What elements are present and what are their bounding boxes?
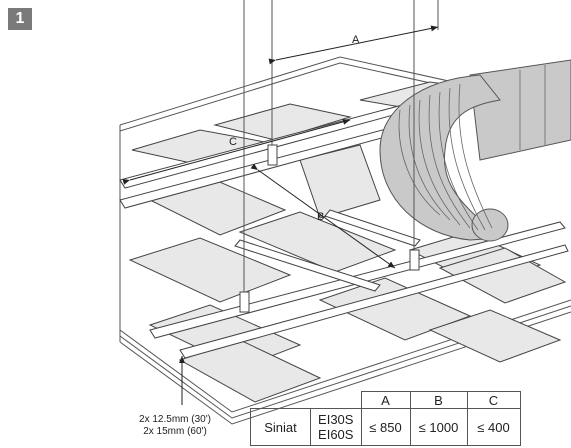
dimension-a-label: A (352, 34, 360, 46)
flexible-duct (379, 59, 571, 242)
header-a: A (360, 391, 411, 409)
dimension-c-line (122, 118, 351, 185)
dimension-b-label: B (317, 211, 324, 223)
value-a: ≤ 850 (360, 408, 411, 446)
systems-cell: EI30S EI60S (310, 408, 362, 446)
system-ei60s: EI60S (318, 427, 354, 442)
dimension-b-line (250, 163, 396, 269)
value-c: ≤ 400 (466, 408, 521, 446)
duct-ribs (398, 65, 546, 231)
system-ei30s: EI30S (318, 412, 354, 427)
dimension-a-line (268, 25, 439, 65)
spacing-table: A B C Siniat EI30S EI60S ≤ 850 ≤ 1000 ≤ … (250, 391, 521, 446)
step-number-badge: 1 (8, 8, 32, 30)
brand-cell: Siniat (250, 408, 311, 446)
header-b: B (409, 391, 468, 409)
header-c: C (466, 391, 521, 409)
table-row: Siniat EI30S EI60S ≤ 850 ≤ 1000 ≤ 400 (250, 408, 521, 446)
value-b: ≤ 1000 (409, 408, 468, 446)
board-note-60: 2x 15mm (60') (143, 426, 207, 437)
dimension-c-label: C (229, 136, 237, 148)
board-note-30: 2x 12.5mm (30') (139, 414, 211, 425)
table-header-row: A B C (251, 391, 521, 409)
